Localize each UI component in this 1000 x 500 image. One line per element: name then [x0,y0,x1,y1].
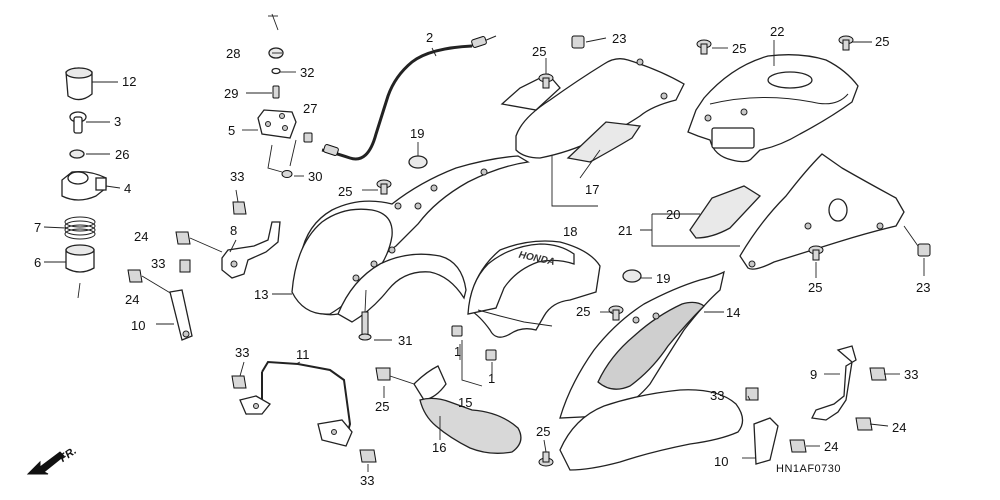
part-10-stay-left [169,289,193,341]
callout-33-e: 33 [904,367,918,382]
callout-22: 22 [770,24,784,39]
part-2-speedometer-cable [321,44,473,161]
callout-14: 14 [726,305,740,320]
callout-8: 8 [230,223,237,238]
part-13-front-fender [291,155,530,323]
callout-4: 4 [124,181,131,196]
part-18-tank-side-cover [500,58,685,159]
part-16-under-cover [413,365,522,454]
callout-33-a: 33 [230,169,244,184]
part-4-gearbox [61,170,107,201]
callout-15: 15 [458,395,472,410]
part-7-spring [64,216,96,240]
front-direction-arrow-icon: FR. [26,445,79,475]
callout-25-b: 25 [532,44,546,59]
callout-26: 26 [115,147,129,162]
part-11-frame-bracket [231,360,415,463]
part-22-tank-cover [687,54,859,163]
part-21-side-cover [739,153,905,270]
part-9-stay [811,345,857,421]
callout-10-a: 10 [131,318,145,333]
callout-1-a: 1 [454,344,461,359]
callout-24-c: 24 [824,439,838,454]
callout-9: 9 [810,367,817,382]
part-3-gear-pinion [69,111,87,134]
diagram-code: HN1AF0730 [776,463,841,475]
speedometer-cable-group [257,13,497,178]
callout-19-a: 19 [410,126,424,141]
callout-29: 29 [224,86,238,101]
callout-2: 2 [426,30,433,45]
callout-33-b: 33 [151,256,165,271]
callout-33-f: 33 [710,388,724,403]
part-14-side-panel [559,270,744,471]
callout-25-h: 25 [536,424,550,439]
part-26-washer [69,149,85,159]
callout-labels: 12 3 26 4 7 6 28 32 29 27 5 30 2 33 24 8… [34,24,930,488]
callout-6: 6 [34,255,41,270]
callout-23-a: 23 [612,31,626,46]
callout-20: 20 [666,207,680,222]
callout-16: 16 [432,440,446,455]
fastener-hardware [358,35,931,467]
part-10-stay-right [753,417,779,465]
callout-24-a: 24 [134,229,148,244]
leader-lines [43,37,925,472]
callout-10-b: 10 [714,454,728,469]
part-6-retainer [65,244,95,273]
callout-5: 5 [228,123,235,138]
part-29-bolt [272,85,280,99]
callout-12: 12 [122,74,136,89]
callout-1-b: 1 [488,371,495,386]
callout-17: 17 [585,182,599,197]
part-1-front-center-cover: HONDA [451,240,601,361]
callout-32: 32 [300,65,314,80]
callout-31: 31 [398,333,412,348]
callout-25-c: 25 [732,41,746,56]
callout-25-e: 25 [808,280,822,295]
callout-25-d: 25 [875,34,889,49]
callout-28: 28 [226,46,240,61]
part-27-nut [303,132,313,143]
callout-18: 18 [563,224,577,239]
callout-23-b: 23 [916,280,930,295]
callout-27: 27 [303,101,317,116]
front-arrow-label: FR. [57,445,78,465]
callout-30: 30 [308,169,322,184]
speedometer-gear-assembly [61,67,107,299]
callout-21: 21 [618,223,632,238]
callout-19-b: 19 [656,271,670,286]
callout-24-b: 24 [125,292,139,307]
callout-25-g: 25 [375,399,389,414]
callout-25-a: 25 [338,184,352,199]
callout-33-c: 33 [235,345,249,360]
part-20-pad [689,185,762,239]
bracket-group-left [127,201,281,341]
callout-3: 3 [114,114,121,129]
part-32-washer [271,67,281,75]
callout-13: 13 [254,287,268,302]
callout-25-f: 25 [576,304,590,319]
callout-11: 11 [296,347,310,362]
part-12-cap [65,67,93,101]
callout-7: 7 [34,220,41,235]
callout-24-d: 24 [892,420,906,435]
callout-33-d: 33 [360,473,374,488]
part-5-bracket [257,109,297,139]
part-30-nut [281,170,293,178]
